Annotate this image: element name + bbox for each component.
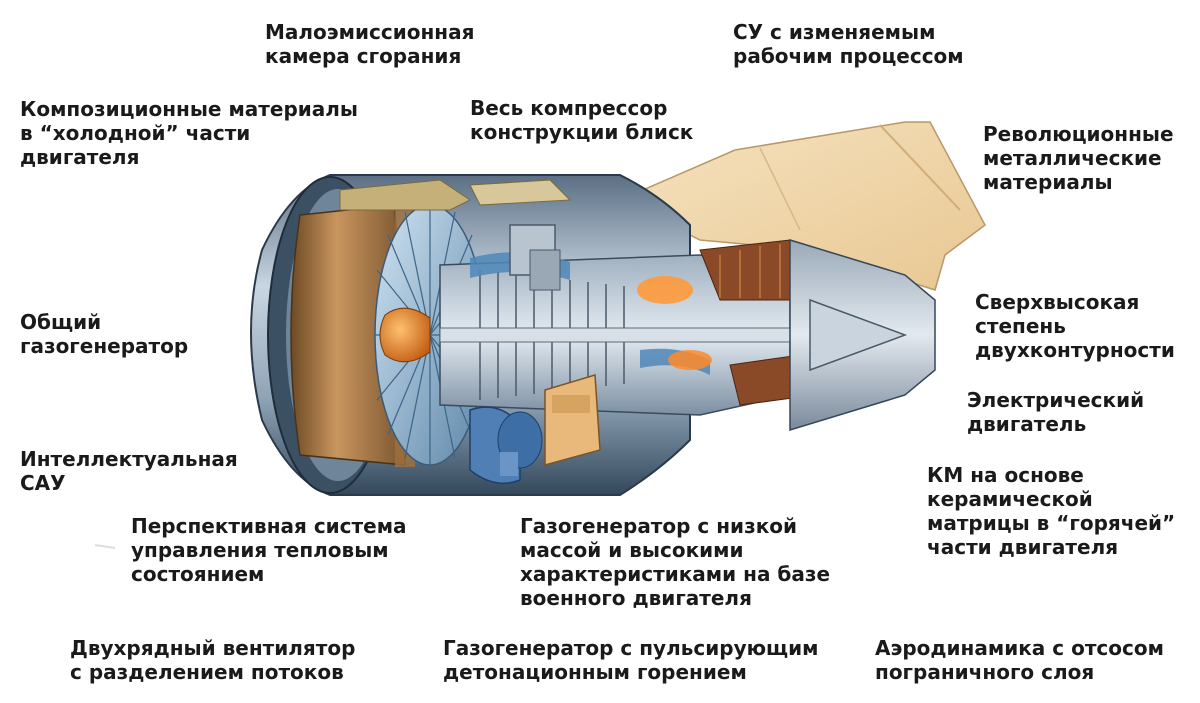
spinner	[379, 307, 431, 363]
gearbox	[544, 374, 601, 466]
upper-accessory	[339, 179, 572, 291]
label-low-emission-combustor: Малоэмиссионная камера сгорания	[265, 20, 475, 68]
label-thermal-management: Перспективная система управления тепловы…	[131, 514, 407, 586]
label-variable-cycle: СУ с изменяемым рабочим процессом	[733, 20, 964, 68]
label-pulse-detonation: Газогенератор с пульсирующим детонационн…	[443, 636, 819, 684]
label-intelligent-acs: Интеллектуальная САУ	[20, 447, 238, 495]
label-blisk-compressor: Весь компрессор конструкции блиск	[470, 96, 694, 144]
label-cmc-hot: КМ на основе керамической матрицы в “гор…	[927, 463, 1176, 559]
label-boundary-layer-suction: Аэродинамика с отсосом пограничного слоя	[875, 636, 1164, 684]
label-two-stage-fan: Двухрядный вентилятор с разделением пото…	[70, 636, 356, 684]
label-composites-cold: Композиционные материалы в “холодной” ча…	[20, 97, 359, 169]
label-low-mass-core: Газогенератор с низкой массой и высокими…	[520, 514, 831, 610]
label-common-core: Общий газогенератор	[20, 310, 189, 358]
label-revolutionary-metals: Революционные металлические материалы	[983, 122, 1174, 194]
exhaust-nozzle	[789, 238, 936, 432]
label-ultra-high-bypass: Сверхвысокая степень двухконтурности	[975, 290, 1175, 362]
label-electric-engine: Электрический двигатель	[967, 388, 1145, 436]
lower-pumps	[469, 406, 543, 485]
